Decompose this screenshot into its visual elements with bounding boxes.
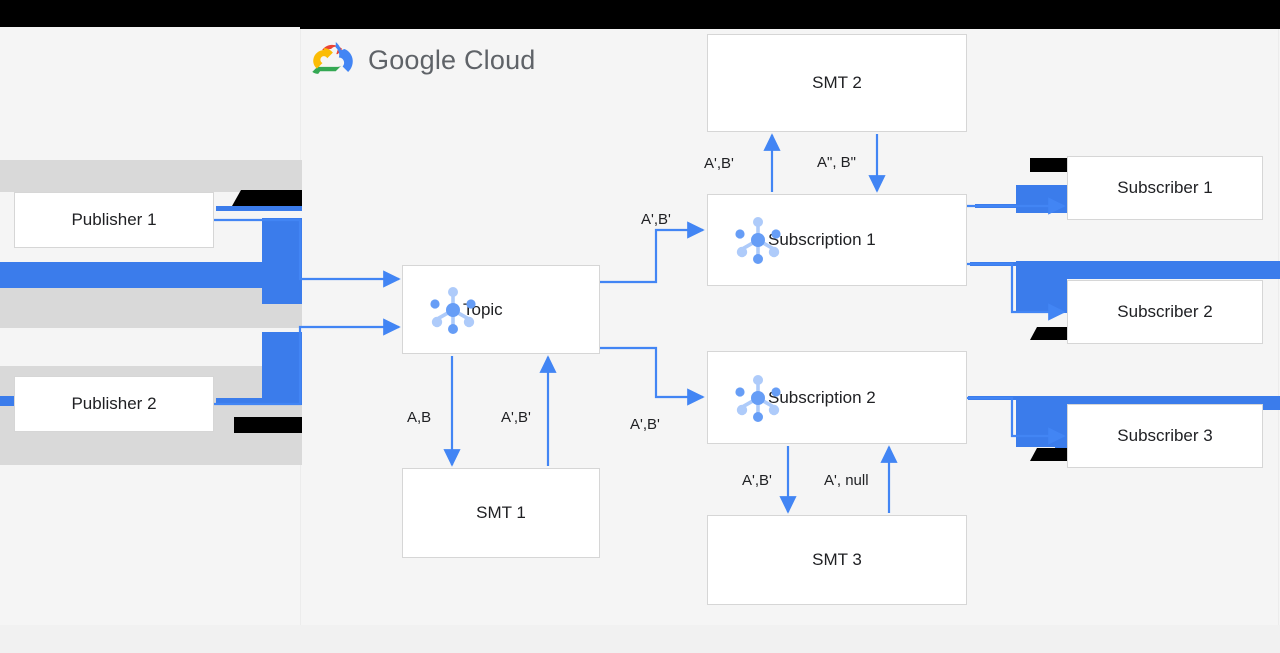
node-label-subscription-2: Subscription 2 [768,387,876,407]
brand-name-primary: Google [368,44,457,75]
pubsub-icon [730,212,786,268]
node-subscriber-3[interactable]: Subscriber 3 [1067,404,1263,468]
node-label-smt-2: SMT 2 [812,73,862,92]
pubsub-icon [730,370,786,426]
node-publisher-2[interactable]: Publisher 2 [14,376,214,432]
edge-subscription1-to-subscriber2 [967,262,1066,321]
edge-label-smt1-to-topic: A',B' [501,409,531,426]
left-light-band-2 [0,328,302,366]
right-blue-tab-1 [1040,185,1067,199]
left-blue-slab-wide [0,262,290,288]
left-gray-band-1 [0,160,302,192]
right-black-bar-2 [1030,327,1068,340]
left-blue-line-1 [216,206,302,211]
right-black-bar-3 [1030,448,1068,461]
edge-label-topic-to-sub2: A',B' [630,416,660,433]
top-black-band-right [300,0,1280,29]
edge-topic-to-subscription1 [600,221,705,284]
edge-label-topic-to-smt1: A,B [407,409,432,426]
pubsub-icon [735,217,781,264]
right-blue-band-2 [1016,261,1280,279]
node-smt-2[interactable]: SMT 2 [707,34,967,132]
bottom-band [0,625,1280,653]
edge-label-topic-to-sub1: A',B' [641,211,671,228]
node-label-smt-1: SMT 1 [476,503,526,522]
brand-name-secondary: Cloud [463,44,536,75]
node-subscriber-1[interactable]: Subscriber 1 [1067,156,1263,220]
edge-publisher1-to-topic [214,218,401,288]
pubsub-icon [735,374,781,422]
node-subscription-1[interactable]: Subscription 1 [707,194,967,286]
google-cloud-logo-icon [312,42,353,74]
edge-label-smt3-to-sub2: A', null [824,472,869,489]
edge-topic-to-subscription2 [600,346,705,406]
pubsub-icon [430,286,476,334]
node-smt-3[interactable]: SMT 3 [707,515,967,605]
node-label-subscriber-1: Subscriber 1 [1117,178,1213,197]
edge-label-sub2-to-smt3: A',B' [742,472,772,489]
node-subscriber-2[interactable]: Subscriber 2 [1067,280,1263,344]
node-smt-1[interactable]: SMT 1 [402,468,600,558]
left-black-bar-1 [232,190,302,206]
left-blue-block-2 [262,332,302,405]
left-blue-line-2 [216,398,302,403]
canvas-seam-right [1278,29,1279,625]
edge-publisher2-to-topic [214,318,401,406]
google-cloud-wordmark: Google Cloud [368,45,536,76]
edge-label-sub1-to-smt2: A',B' [704,155,734,172]
left-black-bar-2 [234,417,302,433]
node-label-subscription-1: Subscription 1 [768,230,876,249]
google-cloud-logo: Google Cloud [310,42,536,78]
node-label-smt-3: SMT 3 [812,550,862,569]
edge-label-smt2-to-sub1: A", B" [817,154,856,171]
node-publisher-1[interactable]: Publisher 1 [14,192,214,248]
edge-subscription2-to-subscriber3 [967,396,1066,445]
node-subscription-2[interactable]: Subscription 2 [707,351,967,444]
node-label-subscriber-2: Subscriber 2 [1117,302,1213,321]
top-black-band-left [0,0,300,27]
node-label-subscriber-3: Subscriber 3 [1117,426,1213,445]
node-label-publisher-2: Publisher 2 [71,394,157,413]
pubsub-icon [425,282,481,338]
left-blue-block-1 [262,218,302,304]
node-label-publisher-1: Publisher 1 [71,210,157,229]
right-black-bar-1 [1030,158,1068,172]
node-topic[interactable]: Topic [402,265,600,354]
